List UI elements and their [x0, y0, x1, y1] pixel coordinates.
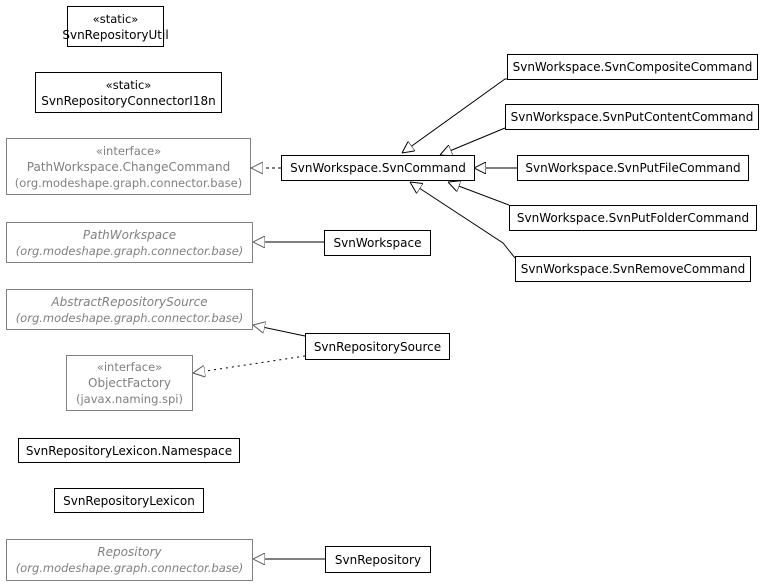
class-name: SvnRepositoryLexicon.Namespace — [25, 443, 233, 458]
class-name: Repository — [97, 545, 162, 559]
generalization-remove-svncommand — [410, 182, 516, 259]
class-name: SvnWorkspace — [333, 236, 422, 250]
class-svn-put-content-command[interactable]: SvnWorkspace.SvnPutContentCommand — [505, 104, 759, 130]
class-repository[interactable]: Repository (org.modeshape.graph.connecto… — [6, 539, 253, 581]
class-name: SvnWorkspace.SvnRemoveCommand — [520, 262, 746, 276]
class-svn-workspace[interactable]: SvnWorkspace — [324, 230, 431, 256]
class-path-workspace[interactable]: PathWorkspace (org.modeshape.graph.conne… — [6, 222, 253, 263]
class-name: PathWorkspace — [82, 227, 177, 242]
stereotype-label: «static» — [92, 11, 139, 26]
generalization-putfolder-svncommand — [448, 182, 510, 206]
class-object-factory[interactable]: «interface» ObjectFactory (javax.naming.… — [66, 355, 193, 411]
class-name: SvnRepositorySource — [313, 339, 442, 354]
class-name: SvnWorkspace.SvnCommand — [290, 161, 466, 175]
package-label: (org.modeshape.graph.connector.base) — [15, 243, 244, 258]
class-name: ObjectFactory — [88, 376, 171, 390]
class-svn-repository[interactable]: SvnRepository — [325, 546, 431, 573]
stereotype-label: «static» — [105, 77, 152, 92]
class-name: SvnWorkspace.SvnPutContentCommand — [510, 110, 754, 124]
class-svn-repository-source[interactable]: SvnRepositorySource — [305, 333, 450, 360]
class-name: SvnRepositoryUtil — [62, 27, 169, 42]
class-svn-repository-lexicon[interactable]: SvnRepositoryLexicon — [54, 488, 204, 513]
class-svn-put-file-command[interactable]: SvnWorkspace.SvnPutFileCommand — [517, 155, 749, 181]
class-name: SvnRepository — [334, 552, 422, 567]
package-label: (org.modeshape.graph.connector.base) — [15, 310, 244, 325]
class-name: SvnWorkspace.SvnPutFileCommand — [525, 161, 741, 175]
package-label: (org.modeshape.graph.connector.base) — [14, 175, 243, 190]
class-abstract-repository-source[interactable]: AbstractRepositorySource (org.modeshape.… — [6, 289, 253, 330]
package-label: (org.modeshape.graph.connector.base) — [15, 561, 244, 575]
class-name: SvnRepositoryConnectorI18n — [41, 93, 216, 108]
realization-source-objectfactory — [193, 355, 306, 373]
generalization-composite-svncommand — [402, 78, 508, 153]
stereotype-label: «interface» — [96, 360, 163, 374]
class-name: PathWorkspace.ChangeCommand — [26, 159, 231, 174]
class-svn-repository-connector-i18n[interactable]: «static» SvnRepositoryConnectorI18n — [35, 72, 222, 113]
class-svn-command[interactable]: SvnWorkspace.SvnCommand — [281, 155, 475, 181]
class-name: SvnWorkspace.SvnCompositeCommand — [512, 60, 753, 74]
class-change-command[interactable]: «interface» PathWorkspace.ChangeCommand … — [6, 138, 251, 195]
package-label: (javax.naming.spi) — [76, 392, 183, 406]
class-svn-remove-command[interactable]: SvnWorkspace.SvnRemoveCommand — [515, 256, 751, 282]
class-name: SvnRepositoryLexicon — [63, 493, 195, 508]
class-svn-composite-command[interactable]: SvnWorkspace.SvnCompositeCommand — [507, 54, 758, 80]
class-svn-repository-util[interactable]: «static» SvnRepositoryUtil — [62, 6, 169, 47]
generalization-source-abstractsource — [253, 325, 306, 337]
class-name: SvnWorkspace.SvnPutFolderCommand — [516, 211, 750, 225]
class-svn-repository-lexicon-namespace[interactable]: SvnRepositoryLexicon.Namespace — [18, 438, 240, 463]
class-name: AbstractRepositorySource — [51, 294, 208, 309]
generalization-putcontent-svncommand — [440, 127, 506, 155]
class-svn-put-folder-command[interactable]: SvnWorkspace.SvnPutFolderCommand — [509, 205, 757, 231]
stereotype-label: «interface» — [95, 143, 162, 158]
